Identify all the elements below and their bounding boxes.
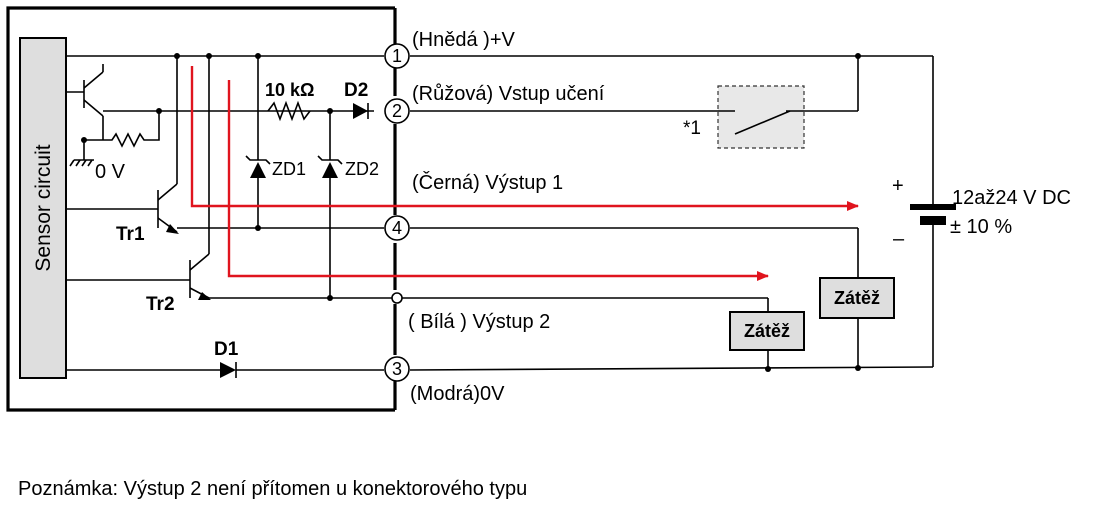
load-1: Zátěž <box>819 277 895 319</box>
switch-note: *1 <box>683 118 701 139</box>
supply-voltage: 12až24 V DC <box>952 187 1071 209</box>
supply-minus-sign: – <box>893 228 905 250</box>
load1-label: Zátěž <box>834 288 880 308</box>
zener-zd1: ZD1 <box>245 56 306 228</box>
wire-zero-v: D1 <box>66 339 934 378</box>
terminal-1-label: (Hnědá )+V <box>412 29 515 51</box>
terminal-white-label: ( Bílá ) Výstup 2 <box>408 311 550 333</box>
load-2: Zátěž <box>729 311 805 351</box>
resistor-10k: 10 kΩ <box>265 80 314 122</box>
current-arrows <box>190 66 859 281</box>
power-supply: + – 12až24 V DC ± 10 % <box>892 175 1071 367</box>
resistor-label: 10 kΩ <box>265 80 314 100</box>
terminal-4: 4 <box>384 215 410 241</box>
terminal-3-number: 3 <box>392 359 402 379</box>
terminal-3-label: (Modrá)0V <box>410 383 505 405</box>
diode-d1-label: D1 <box>214 339 239 360</box>
zener2-label: ZD2 <box>345 159 379 179</box>
terminal-2-label: (Růžová) Vstup učení <box>412 83 605 105</box>
transistor-tr1: Tr1 <box>66 56 179 245</box>
terminal-1-number: 1 <box>392 46 402 66</box>
tr2-label: Tr2 <box>146 294 175 315</box>
load2-label: Zátěž <box>744 321 790 341</box>
supply-plus-sign: + <box>892 175 904 197</box>
diode-d2-label: D2 <box>344 80 368 101</box>
terminal-2-number: 2 <box>392 101 402 121</box>
sensor-circuit-label: Sensor circuit <box>32 144 55 271</box>
ground-label: 0 V <box>95 161 126 183</box>
terminal-3: 3 <box>384 356 410 382</box>
terminal-4-label: (Černá) Výstup 1 <box>412 171 563 194</box>
teach-switch: *1 <box>683 85 805 149</box>
terminal-2: 2 <box>384 98 410 124</box>
input-transistor: 0 V <box>69 64 160 183</box>
footnote: Poznámka: Výstup 2 není přítomen u konek… <box>18 478 527 500</box>
transistor-tr2: Tr2 <box>66 56 211 315</box>
zener-zd2: ZD2 <box>317 111 379 298</box>
diode-d2: D2 <box>344 80 369 119</box>
tr1-label: Tr1 <box>116 224 145 245</box>
sensor-housing <box>6 6 397 412</box>
terminal-1: 1 <box>384 43 410 69</box>
zener1-label: ZD1 <box>272 159 306 179</box>
wire-output1 <box>410 227 859 368</box>
sensor-circuit-block: Sensor circuit <box>19 37 67 379</box>
wire-plus-v <box>66 53 934 196</box>
wire-output2 <box>391 292 769 369</box>
supply-tolerance: ± 10 % <box>950 216 1012 238</box>
terminal-4-number: 4 <box>392 218 402 238</box>
